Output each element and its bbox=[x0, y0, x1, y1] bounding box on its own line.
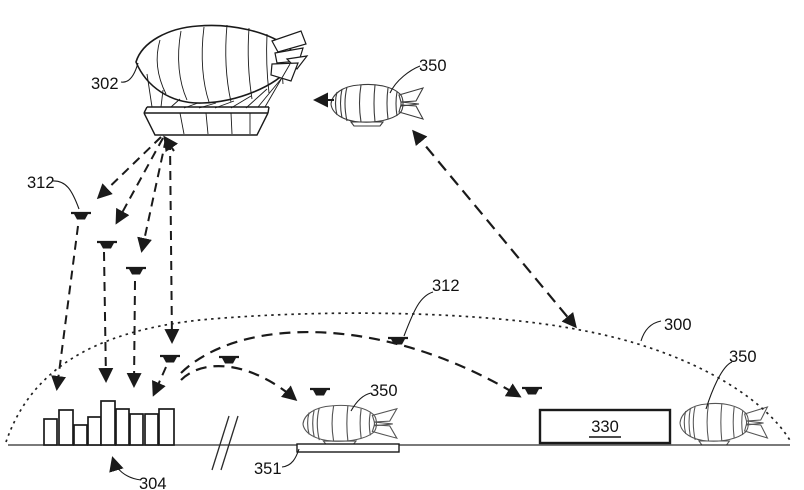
drone-icon bbox=[124, 266, 148, 276]
return-arrow bbox=[163, 135, 178, 153]
arc-to-platform bbox=[180, 365, 298, 401]
label-dome: 300 bbox=[664, 316, 692, 334]
label-uav-left: 312 bbox=[27, 174, 55, 192]
ground-break-marks bbox=[211, 415, 239, 471]
leader-300 bbox=[640, 320, 662, 342]
leader-350-top bbox=[389, 65, 421, 94]
hull-panel-lines bbox=[156, 24, 284, 103]
label-city: 304 bbox=[139, 475, 167, 490]
cargo-basket bbox=[143, 106, 270, 136]
descent-path-1 bbox=[51, 225, 79, 391]
leader-lines bbox=[51, 62, 733, 481]
descent-path-4 bbox=[152, 366, 167, 397]
label-shuttle-top: 350 bbox=[419, 57, 447, 75]
uav-deployment-paths bbox=[51, 135, 180, 397]
leader-350-right bbox=[705, 361, 733, 410]
landing-platform bbox=[296, 443, 400, 453]
leader-351 bbox=[281, 448, 300, 468]
label-airship: 302 bbox=[91, 75, 119, 93]
shuttle-airship-platform bbox=[302, 404, 398, 446]
tether-cables bbox=[146, 63, 291, 109]
descent-path-2 bbox=[98, 251, 114, 383]
drone-icon bbox=[217, 355, 241, 365]
label-facility: 330 bbox=[591, 418, 619, 436]
drone-icon bbox=[308, 387, 332, 397]
label-shuttle-platform: 350 bbox=[370, 382, 398, 400]
drone-icon bbox=[95, 240, 119, 250]
leader-350-platform bbox=[350, 392, 372, 412]
shuttle-transit-arrow bbox=[412, 129, 577, 329]
descent-path-3 bbox=[126, 280, 142, 388]
deploy-path-4 bbox=[164, 140, 180, 344]
leader-304-arrow bbox=[109, 456, 142, 481]
drone-icon bbox=[520, 386, 544, 396]
drone-icon bbox=[158, 354, 182, 364]
label-shuttle-right: 350 bbox=[729, 348, 757, 366]
delivery-arcs bbox=[180, 331, 522, 401]
airship-hull bbox=[135, 24, 309, 136]
deploy-path-3 bbox=[137, 138, 167, 253]
deploy-path-1 bbox=[96, 136, 162, 200]
arc-to-facility bbox=[180, 331, 522, 398]
leader-312-mid bbox=[403, 291, 434, 337]
label-platform: 351 bbox=[254, 460, 282, 478]
city-skyline bbox=[43, 400, 175, 446]
leader-312-left bbox=[51, 180, 80, 210]
shuttle-airship-right bbox=[679, 402, 768, 446]
shuttle-airship-top bbox=[330, 83, 424, 127]
tail-fins bbox=[270, 30, 309, 82]
drone-icon bbox=[69, 211, 93, 221]
deploy-path-2 bbox=[115, 137, 164, 225]
label-uav-mid: 312 bbox=[432, 277, 460, 295]
coverage-dome-outline bbox=[5, 312, 792, 443]
leader-302 bbox=[120, 62, 139, 83]
